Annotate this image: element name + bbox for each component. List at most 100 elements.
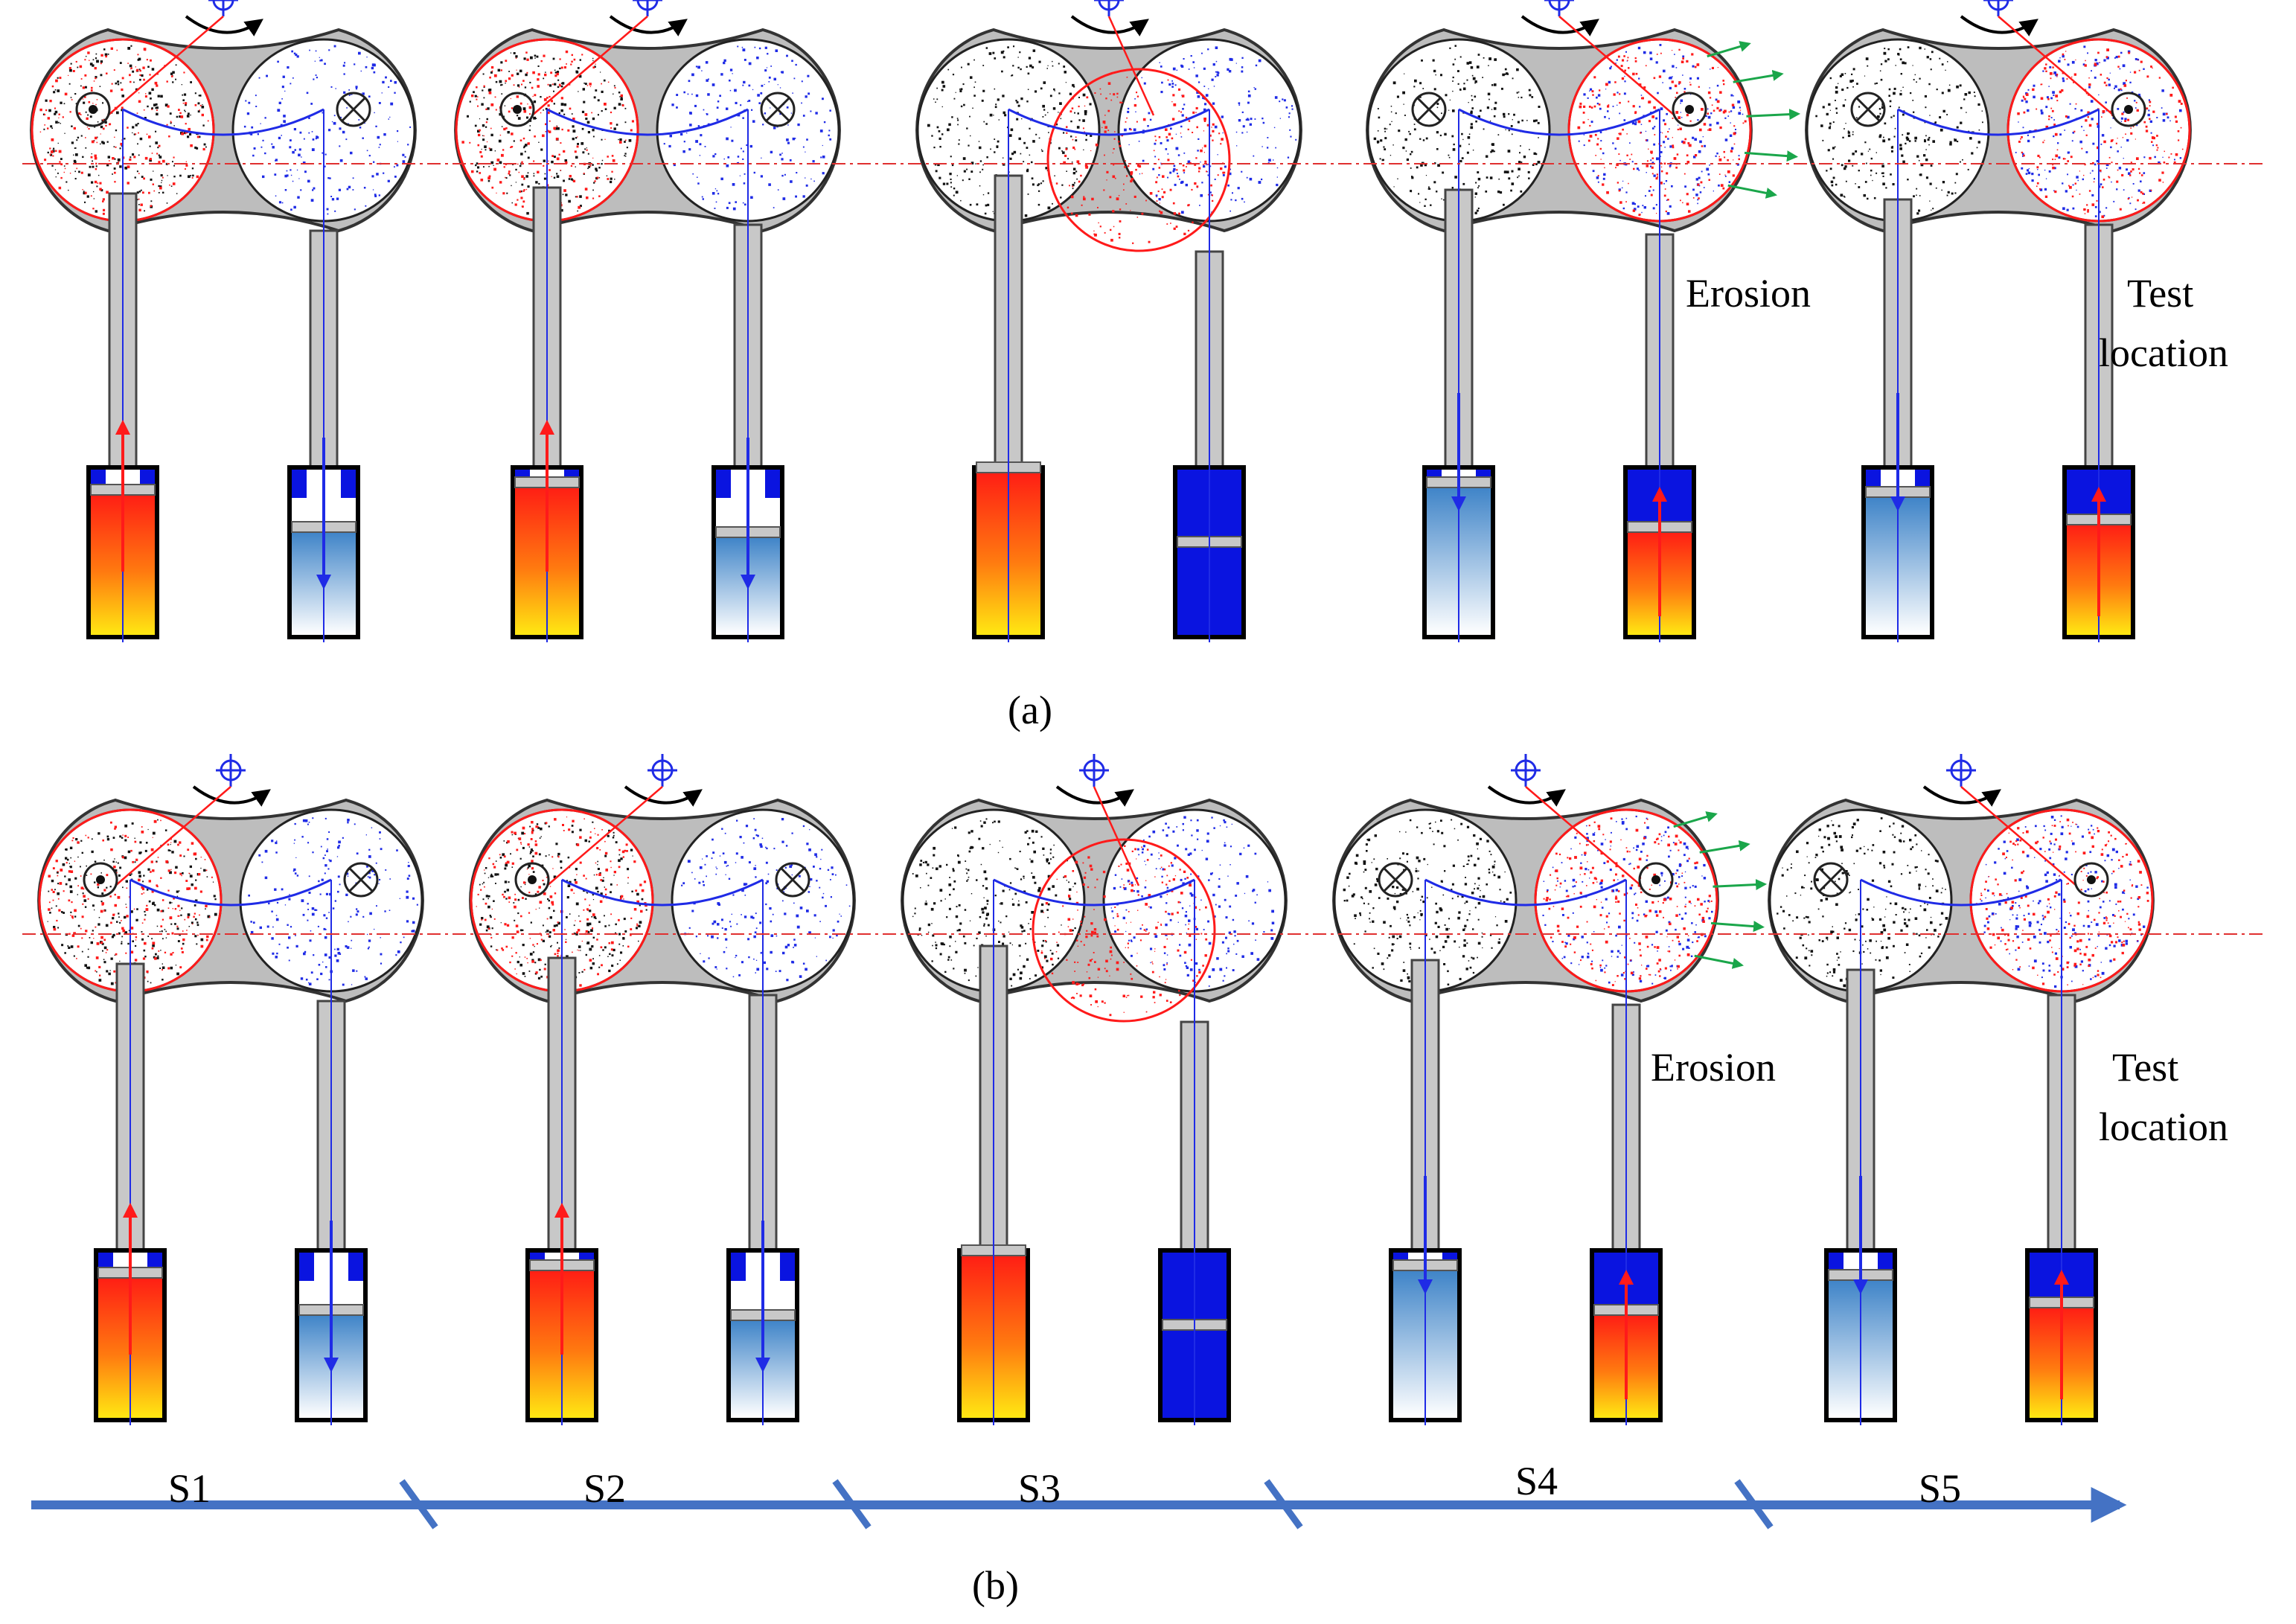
particle <box>1651 157 1654 159</box>
particle <box>1002 111 1005 115</box>
particle <box>57 142 59 144</box>
particle <box>1602 152 1605 155</box>
particle <box>499 80 502 83</box>
particle <box>164 951 167 953</box>
particle <box>1589 135 1593 138</box>
particle <box>301 899 304 903</box>
particle <box>378 883 380 884</box>
particle <box>57 875 59 877</box>
particle <box>1885 187 1887 189</box>
particle <box>2154 156 2156 159</box>
particle <box>1666 112 1668 115</box>
particle <box>825 959 827 962</box>
particle <box>365 65 368 68</box>
particle <box>1919 77 1921 80</box>
particle <box>329 860 332 863</box>
particle <box>1663 69 1666 73</box>
particle <box>92 208 95 210</box>
particle <box>64 167 66 170</box>
particle <box>185 103 187 106</box>
particle <box>2083 174 2085 176</box>
particle <box>1047 112 1049 113</box>
particle <box>845 884 848 886</box>
particle <box>2091 170 2094 172</box>
particle <box>205 908 206 909</box>
particle <box>1864 181 1867 183</box>
particle <box>155 103 158 106</box>
particle <box>1643 206 1646 209</box>
particle <box>266 925 269 928</box>
particle <box>1062 151 1065 154</box>
particle <box>55 79 58 83</box>
particle <box>339 883 341 886</box>
particle <box>571 825 574 827</box>
particle <box>1475 182 1477 184</box>
particle <box>548 907 551 909</box>
particle <box>829 109 831 112</box>
particle <box>1011 74 1014 77</box>
particle <box>1893 115 1895 117</box>
particle <box>1858 106 1861 108</box>
particle <box>808 891 810 893</box>
particle <box>487 905 490 909</box>
particle <box>284 904 287 906</box>
particle <box>952 74 955 76</box>
particle <box>170 122 173 124</box>
particle <box>1070 135 1072 138</box>
particle <box>505 177 508 179</box>
particle <box>2110 146 2112 149</box>
particle <box>104 53 108 57</box>
particle <box>266 74 268 77</box>
particle <box>471 170 474 173</box>
particle <box>2096 199 2098 202</box>
particle <box>768 183 771 186</box>
particle <box>1476 209 1479 212</box>
particle <box>2084 213 2086 214</box>
particle <box>363 187 366 189</box>
particle <box>1436 148 1439 150</box>
particle <box>1425 175 1427 176</box>
particle <box>2083 130 2085 131</box>
particle <box>1127 110 1130 113</box>
particle <box>55 176 57 178</box>
particle <box>565 50 569 54</box>
particle <box>487 877 490 878</box>
particle <box>201 113 204 117</box>
particle <box>1686 114 1689 117</box>
particle <box>1123 183 1125 185</box>
particle <box>946 182 949 185</box>
particle <box>479 883 481 886</box>
particle <box>48 890 50 892</box>
particle <box>953 194 955 196</box>
particle <box>96 141 98 144</box>
particle <box>87 898 89 900</box>
particle <box>324 936 327 939</box>
particle <box>156 956 159 959</box>
particle <box>147 105 149 108</box>
particle <box>593 182 595 184</box>
particle <box>995 103 997 106</box>
particle <box>615 923 617 926</box>
particle <box>175 78 176 80</box>
particle <box>565 161 568 164</box>
particle <box>523 57 526 60</box>
cylinder-jacket <box>292 470 307 498</box>
particle <box>711 838 714 841</box>
particle <box>519 191 522 193</box>
particle <box>607 956 609 957</box>
particle <box>1831 184 1834 187</box>
particle <box>2072 184 2074 186</box>
particle <box>152 831 156 835</box>
black-particles <box>47 819 217 988</box>
particle <box>1183 169 1186 172</box>
particle <box>170 75 173 77</box>
particle <box>85 930 88 933</box>
particle <box>1579 105 1582 109</box>
particle <box>1402 91 1405 95</box>
particle <box>111 936 114 939</box>
particle <box>1587 97 1589 99</box>
particle <box>996 146 999 148</box>
particle <box>799 975 802 978</box>
particle <box>1815 115 1817 118</box>
particle <box>2045 63 2047 65</box>
